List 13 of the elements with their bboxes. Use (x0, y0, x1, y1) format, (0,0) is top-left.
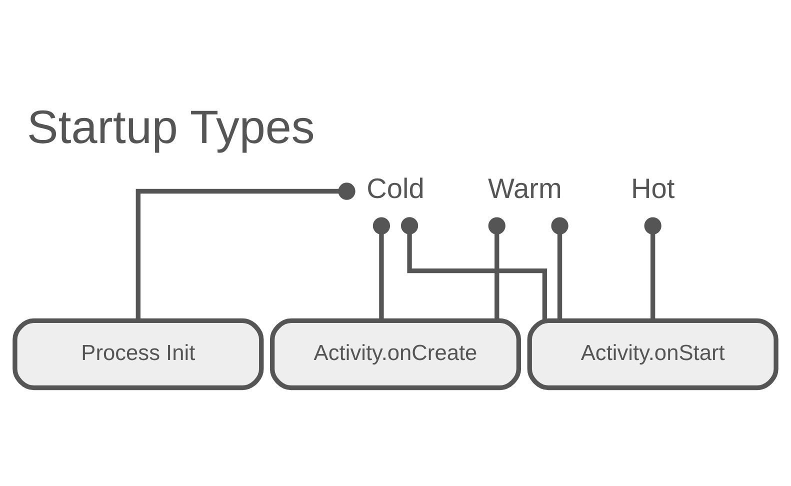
node-box: Activity.onCreate (270, 318, 522, 390)
node-text: Warm (488, 172, 562, 204)
connector (400, 216, 548, 320)
connector (372, 216, 390, 320)
connector (644, 216, 662, 320)
node-box: Process Init (12, 318, 264, 390)
diagram-title: Startup Types (27, 100, 315, 152)
connector (551, 216, 568, 320)
node-text: Hot (630, 172, 675, 204)
node-text: Cold (366, 172, 424, 204)
connector (136, 182, 356, 320)
connector (488, 216, 506, 320)
node-box: Activity.onStart (527, 318, 778, 390)
